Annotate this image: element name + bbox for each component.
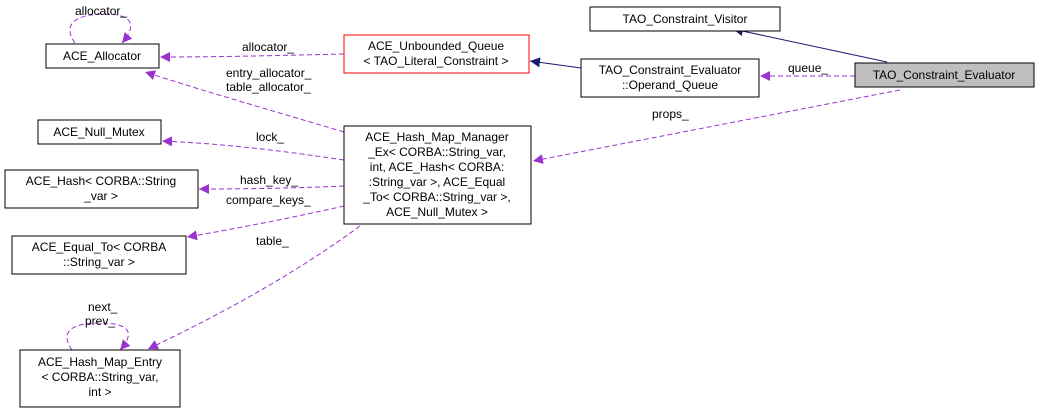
label-next: next_ <box>88 300 118 314</box>
edges <box>66 13 901 351</box>
node-unbounded-queue[interactable]: ACE_Unbounded_Queue < TAO_Literal_Constr… <box>343 34 530 74</box>
node-label-line-1: ACE_Unbounded_Queue <box>368 39 504 53</box>
node-label-line-1: ACE_Hash_Map_Manager <box>365 130 508 144</box>
node-label-line-1: TAO_Constraint_Evaluator <box>599 63 742 77</box>
edge-evaluator-inherits-visitor <box>732 26 888 63</box>
node-ace-null-mutex[interactable]: ACE_Null_Mutex <box>37 119 162 145</box>
node-label-line-2: < CORBA::String_var, <box>41 370 158 384</box>
edge-labels: allocator_ allocator_ entry_allocator_ t… <box>75 4 828 328</box>
node-label-line-2: _Ex< CORBA::String_var, <box>367 145 506 159</box>
node-ace-allocator[interactable]: ACE_Allocator <box>45 43 160 69</box>
node-label: ACE_Allocator <box>63 49 141 63</box>
label-props: props_ <box>652 107 689 121</box>
node-label-line-2: _var > <box>83 189 118 203</box>
node-label-line-4: :String_var >, ACE_Equal <box>369 175 505 189</box>
node-label-line-5: _To< CORBA::String_var >, <box>362 190 510 204</box>
edge-entry-table-allocator <box>144 70 345 133</box>
edge-allocator-queue <box>159 51 345 62</box>
edge-table <box>147 225 361 350</box>
edge-compare-keys <box>186 205 345 241</box>
node-label-line-1: ACE_Equal_To< CORBA <box>32 240 166 254</box>
node-hash-map-manager[interactable]: ACE_Hash_Map_Manager _Ex< CORBA::String_… <box>343 125 532 225</box>
edge-allocator-self <box>69 13 133 44</box>
edge-props <box>532 89 901 165</box>
node-label: ACE_Null_Mutex <box>53 125 144 139</box>
label-entry-allocator: entry_allocator_ <box>226 66 312 80</box>
node-label-line-1: ACE_Hash_Map_Entry <box>38 355 162 369</box>
node-tao-constraint-visitor[interactable]: TAO_Constraint_Visitor <box>589 6 781 32</box>
edge-operand-queue-inherits-unbounded-queue <box>529 57 582 69</box>
label-allocator-self: allocator_ <box>75 4 127 18</box>
edge-lock <box>161 136 345 161</box>
node-ace-hash[interactable]: ACE_Hash< CORBA::String _var > <box>4 169 199 209</box>
label-prev: prev_ <box>85 314 115 328</box>
node-label: TAO_Constraint_Visitor <box>623 12 748 26</box>
node-label-line-2: ::String_var > <box>63 255 135 269</box>
node-tao-constraint-evaluator[interactable]: TAO_Constraint_Evaluator <box>854 62 1035 88</box>
label-lock: lock_ <box>256 130 284 144</box>
label-table-allocator: table_allocator_ <box>226 80 311 94</box>
node-label-line-2: < TAO_Literal_Constraint > <box>364 54 509 68</box>
node-label-line-3: int, ACE_Hash< CORBA: <box>370 160 504 174</box>
node-label: TAO_Constraint_Evaluator <box>873 68 1016 82</box>
node-hash-map-entry[interactable]: ACE_Hash_Map_Entry < CORBA::String_var, … <box>19 349 181 408</box>
label-hash-key: hash_key_ <box>240 173 298 187</box>
node-ace-equal-to[interactable]: ACE_Equal_To< CORBA ::String_var > <box>11 235 187 275</box>
node-label-line-1: ACE_Hash< CORBA::String <box>26 174 176 188</box>
label-allocator-queue: allocator_ <box>242 40 294 54</box>
label-compare-keys: compare_keys_ <box>226 193 311 207</box>
node-label-line-2: ::Operand_Queue <box>622 78 718 92</box>
node-label-line-3: int > <box>88 385 111 399</box>
label-queue: queue_ <box>788 61 828 75</box>
node-label-line-6: ACE_Null_Mutex > <box>386 205 488 219</box>
node-operand-queue[interactable]: TAO_Constraint_Evaluator ::Operand_Queue <box>580 58 760 98</box>
label-table: table_ <box>256 234 289 248</box>
